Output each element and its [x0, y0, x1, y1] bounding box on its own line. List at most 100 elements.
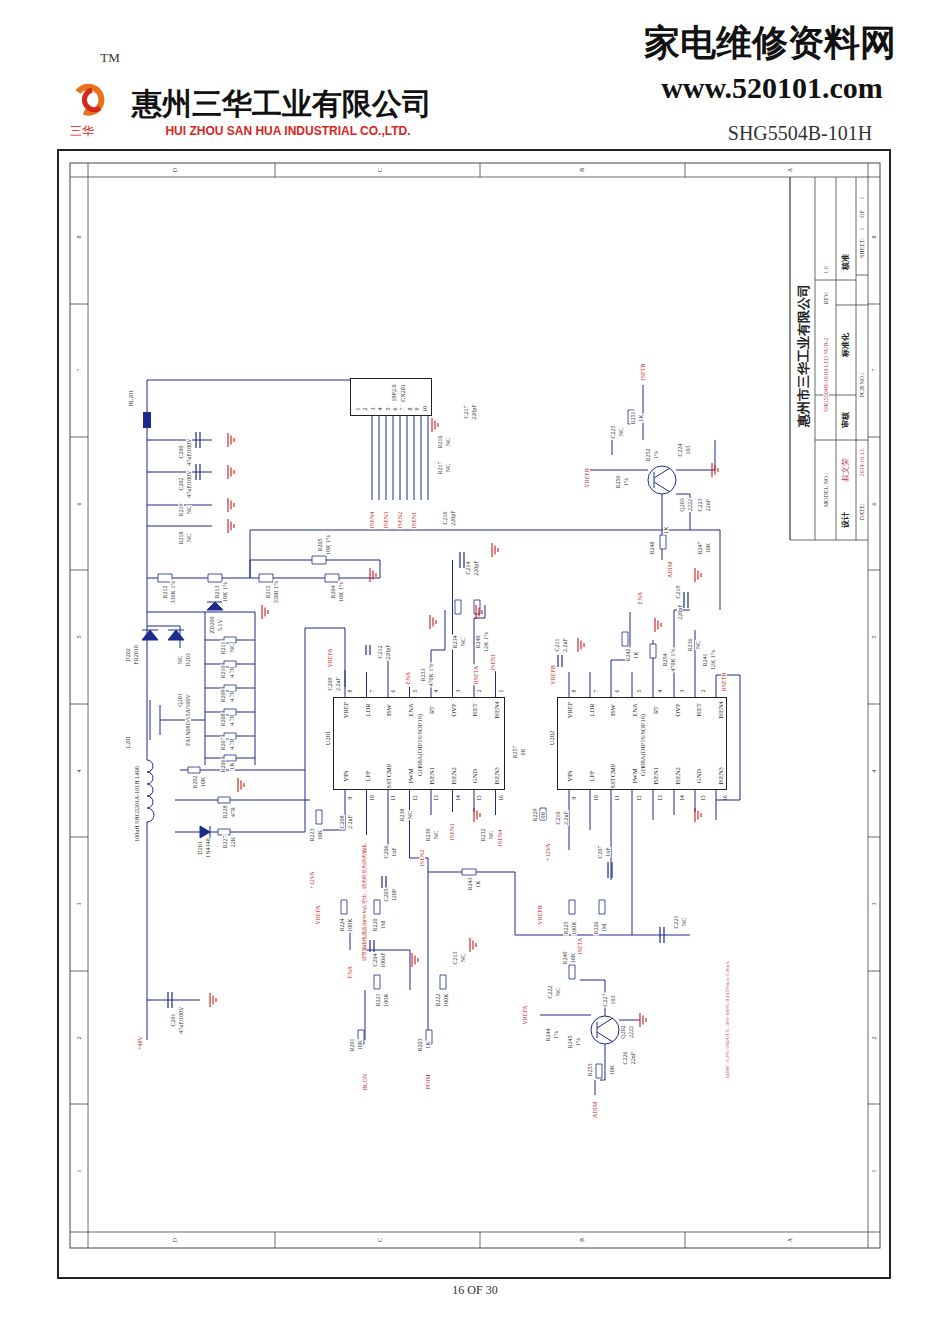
frame-grid — [70, 163, 880, 1248]
wire — [147, 380, 740, 1095]
component-label: C226 — [622, 1050, 628, 1065]
component-label: R241 — [702, 652, 708, 667]
component-label: 2222 — [687, 498, 693, 512]
component-label: A — [787, 167, 793, 173]
part-reference: CN201 — [400, 384, 406, 401]
pin-label: LDR — [588, 703, 595, 716]
pin-label: 2 — [477, 690, 483, 693]
ground-symbol — [476, 605, 482, 619]
pin-label: 10 — [594, 795, 600, 801]
net-label: 调节输出电流仅由PWM占空比，调光时后为调光输出。 — [362, 838, 367, 962]
component-label: 叔文荣 — [842, 457, 850, 483]
component-label: C213 — [452, 950, 458, 965]
component-label: R239 — [425, 827, 431, 842]
net-label: VREFB — [550, 664, 556, 685]
component-label: 设计 — [842, 511, 850, 529]
component-label: 10K 1% — [222, 581, 228, 603]
component-label: 10K — [705, 542, 711, 554]
pin-label: 11 — [391, 795, 397, 800]
pin-label: ISEN3 — [717, 767, 724, 785]
pin-label: ISEN3 — [493, 767, 500, 785]
component-label: 6 — [76, 502, 82, 507]
net-label: ENA — [637, 591, 643, 605]
component-label: R251 — [630, 410, 636, 425]
pin-label: 6 — [391, 690, 397, 693]
component-label: NC — [695, 640, 701, 650]
component-label: 1M — [380, 920, 386, 930]
ground-symbol — [228, 465, 234, 479]
pin-label: 14 — [456, 795, 462, 801]
header-text: TM — [99, 51, 121, 64]
pin-label: RT — [429, 706, 436, 714]
net-label: BLON — [362, 1073, 368, 1091]
pin-label: LPF — [364, 770, 371, 781]
component-label: DATE: — [859, 503, 865, 522]
component-label: R201 — [349, 1037, 355, 1052]
component-label: 2.2uF — [562, 637, 568, 653]
component-label: C209 — [327, 676, 333, 691]
pin-label: 10 — [370, 795, 376, 801]
ground-symbol — [712, 463, 718, 477]
pin-label: 16 — [723, 795, 729, 801]
component-label: C208 — [339, 814, 345, 829]
component-label: C207 — [597, 844, 603, 859]
ground-symbol — [228, 519, 234, 533]
pin-label: 13 — [658, 795, 664, 801]
component-label: 8 — [76, 235, 82, 240]
pin-label: 6 — [392, 408, 398, 411]
pin-label: ISW — [610, 704, 617, 716]
pin-label: 4 — [434, 690, 440, 693]
ground-symbol — [474, 808, 480, 822]
component-label: R248 — [649, 540, 655, 555]
component-label: R257 — [512, 744, 518, 759]
component-label: 1.0 — [823, 265, 829, 275]
net-label: VREFB — [584, 467, 590, 488]
component-label: NC — [460, 953, 466, 963]
net-label: ADIM — [667, 561, 673, 579]
pin-label: ISEN4 — [493, 701, 500, 719]
component-label: 1 — [871, 1169, 877, 1174]
component-label: 47uF/100V — [186, 469, 192, 498]
ground-symbol — [210, 993, 216, 1007]
pin-label: VIN — [567, 770, 574, 782]
ground-symbol — [228, 498, 234, 512]
component-label: R202 — [192, 774, 198, 789]
pin-label: SSTCMP — [610, 763, 617, 788]
component-label: ZD200 — [209, 616, 215, 635]
component-label: 220pF — [450, 509, 456, 526]
pin-label: 8 — [348, 690, 354, 693]
pin-label: GND — [696, 768, 703, 782]
component-label: 5 — [871, 635, 877, 640]
component-label: 3 — [76, 902, 82, 907]
component-label: 惠州市三华工业有限公司 — [797, 283, 810, 428]
component-label: 2014.10.13. — [859, 447, 865, 478]
net-label: ISEN2 — [419, 849, 425, 867]
component-label: 100K — [383, 992, 389, 1007]
pin-label: ISW — [386, 704, 393, 716]
component-label: B — [579, 167, 585, 173]
component-label: C200 — [178, 444, 184, 459]
pin-label: 3 — [680, 690, 686, 693]
component-label: 2 — [76, 1036, 82, 1041]
component-label: NC — [488, 830, 494, 840]
pin-label: 9 — [414, 408, 420, 411]
component-label: 4.7R — [229, 689, 235, 703]
component-label: 标准化 — [842, 332, 850, 358]
pin-label: LDR — [364, 703, 371, 716]
component-label: B — [579, 1237, 585, 1243]
component-label: ADIM : 0.3%-5%DUTY; 50%-100%; ILED70mA-1… — [725, 960, 730, 1080]
pin-label: 12 — [413, 795, 419, 801]
component-label: Q202 — [620, 1024, 626, 1039]
net-label: VREFA — [522, 1004, 528, 1025]
component-label: 12K 1% — [710, 649, 716, 671]
logo-swirl — [84, 90, 100, 110]
component-label: 22K — [230, 836, 236, 848]
pin-label: 10 — [422, 406, 428, 412]
diode-symbol — [142, 602, 223, 838]
component-label: R236 — [687, 637, 693, 652]
pin-label: VREF — [567, 702, 574, 719]
pin-label: 7 — [399, 408, 405, 411]
pin-label: GND — [472, 768, 479, 782]
component-label: 220pF — [385, 643, 391, 660]
component-label: SHEET: — [859, 237, 865, 259]
